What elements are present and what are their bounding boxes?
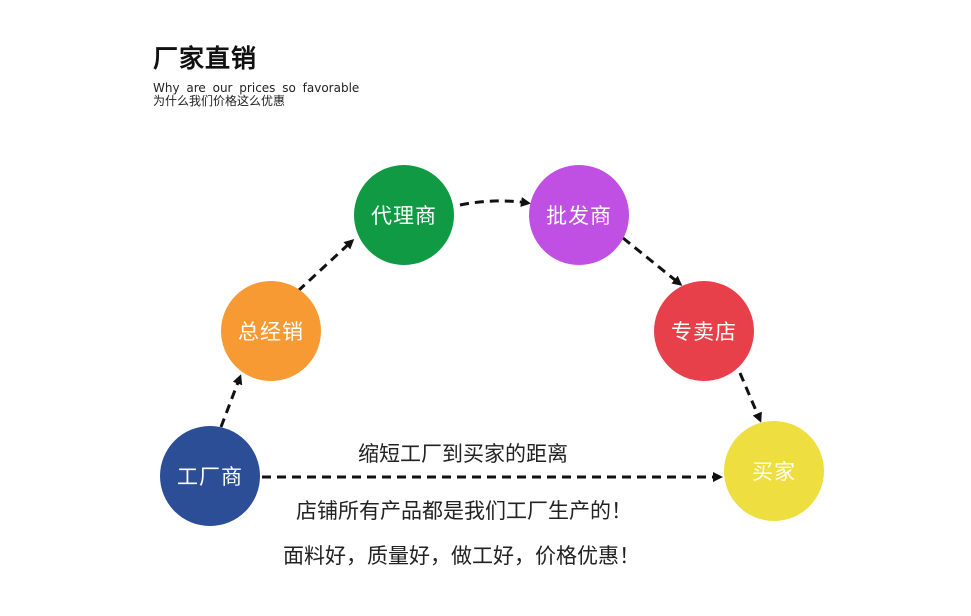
node-wholesaler: 批发商 — [529, 165, 629, 265]
arrow-store-to-buyer — [738, 372, 762, 423]
node-factory: 工厂商 — [160, 426, 260, 526]
page-title: 厂家直销 — [153, 44, 258, 73]
header: 厂家直销 Why are our prices so favorable 为什么… — [153, 44, 359, 108]
node-agent-label: 代理商 — [371, 204, 437, 228]
caption-factory-made: 店铺所有产品都是我们工厂生产的！ — [296, 499, 632, 523]
arrow-agent-to-wholesaler — [459, 197, 531, 207]
node-store: 专卖店 — [654, 281, 754, 381]
arrow-distributor-to-agent — [296, 238, 355, 293]
caption-shorten-distance: 缩短工厂到买家的距离 — [358, 442, 568, 466]
node-factory-label: 工厂商 — [177, 465, 243, 489]
arrow-wholesaler-to-store — [622, 236, 683, 286]
node-distributor-label: 总经销 — [238, 320, 304, 344]
node-distributor: 总经销 — [221, 281, 321, 381]
node-buyer: 买家 — [724, 421, 824, 521]
subtitle-english: Why are our prices so favorable — [153, 81, 360, 95]
node-buyer-label: 买家 — [752, 460, 796, 484]
node-agent: 代理商 — [354, 165, 454, 265]
caption-quality-price: 面料好，质量好，做工好，价格优惠！ — [283, 544, 640, 568]
node-store-label: 专卖店 — [671, 320, 737, 344]
arrow-factory-to-distributor — [219, 374, 243, 428]
subtitle-chinese: 为什么我们价格这么优惠 — [153, 94, 286, 108]
node-wholesaler-label: 批发商 — [546, 204, 612, 228]
